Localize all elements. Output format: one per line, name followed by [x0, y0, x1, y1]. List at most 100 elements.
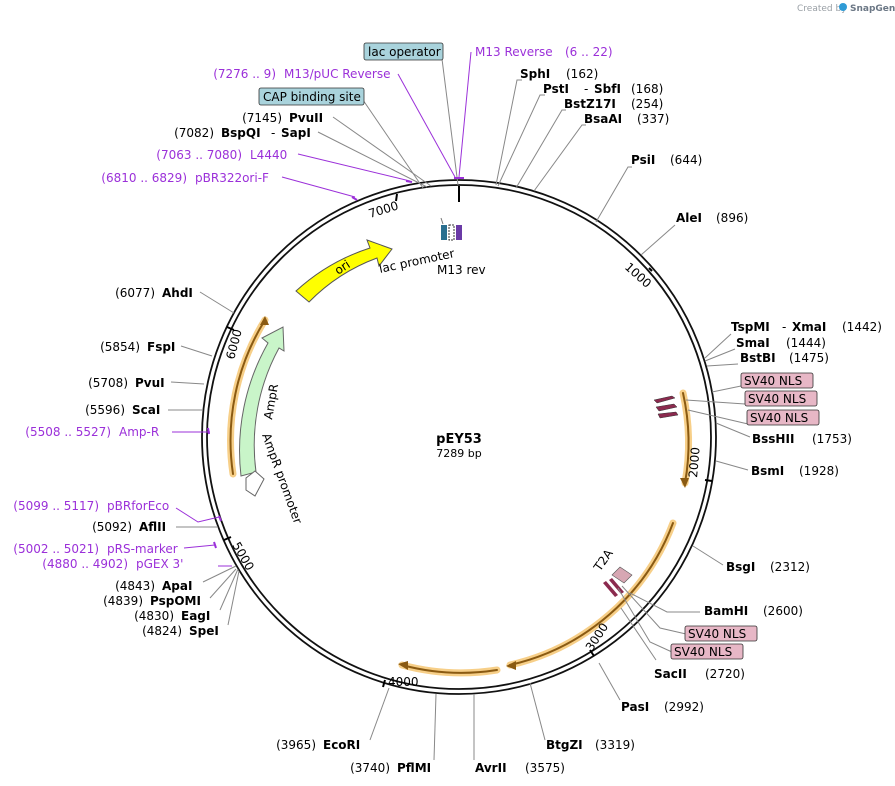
enzyme-fspi-pos: (5854) — [100, 340, 140, 354]
tick-label-2000: 2000 — [686, 447, 703, 479]
primer-mark-pbr322 — [351, 196, 358, 201]
enzyme-pasi-name: PasI — [621, 700, 649, 714]
primer-prs-name: pRS-marker — [107, 542, 178, 556]
tick-label-6000: 6000 — [223, 328, 244, 361]
primer-pbr322-name: pBR322ori-F — [195, 171, 269, 185]
leader-alei — [640, 224, 676, 256]
primer-ampr-range: (5508 .. 5527) — [25, 425, 111, 439]
enzyme-bsshii-pos: (1753) — [812, 432, 852, 446]
enzyme-alei-pos: (896) — [716, 211, 748, 225]
credit-text: Created by — [797, 4, 847, 14]
enzyme-bstbi-name: BstBI — [740, 351, 776, 365]
leader-lacop — [441, 58, 459, 186]
cds-arc-2 — [509, 522, 674, 666]
nls-feature-5 — [609, 578, 624, 594]
lac-operator-feature — [448, 224, 455, 241]
nls-text-4: SV40 NLS — [688, 627, 746, 641]
enzyme-bamhi-name: BamHI — [704, 604, 748, 618]
tick-3000 — [589, 649, 595, 657]
enzyme-bsgi-name: BsgI — [726, 560, 755, 574]
nls-text-2: SV40 NLS — [748, 392, 806, 406]
enzyme-bsaai-pos: (337) — [637, 112, 669, 126]
nls-box-5 — [670, 643, 744, 660]
nls-feature-3 — [657, 411, 679, 419]
ampr-promoter-label: AmpR promoter — [259, 431, 305, 525]
enzyme-sacii-pos: (2720) — [705, 667, 745, 681]
enzyme-xmai-name: XmaI — [792, 320, 826, 334]
tick-label-3000: 3000 — [583, 620, 611, 653]
tick-2000 — [704, 479, 713, 482]
plasmid-name: pEY53 — [436, 432, 482, 447]
ori-feature — [295, 239, 393, 303]
enzyme-scai-pos: (5596) — [85, 403, 125, 417]
leader-psti — [497, 94, 545, 187]
enzyme-bspqi-pos: (7082) — [174, 126, 214, 140]
enzyme-apai-pos: (4843) — [115, 579, 155, 593]
leader-sphi — [495, 79, 522, 186]
enzyme-tspmi-sep: - — [782, 320, 786, 334]
enzyme-bstz17i-pos: (254) — [631, 97, 663, 111]
leader-spei — [227, 570, 240, 626]
nls-text-5: SV40 NLS — [674, 645, 732, 659]
cap-binding-box — [258, 87, 365, 106]
tick-5000 — [223, 536, 232, 541]
enzyme-aflii-pos: (5092) — [92, 520, 132, 534]
tick-1000 — [648, 267, 653, 272]
enzyme-sphi-name: SphI — [520, 67, 550, 81]
t2a-label: T2A — [590, 546, 616, 574]
enzyme-apai-name: ApaI — [162, 579, 192, 593]
leader-pvui — [170, 381, 205, 385]
cds-arrow-3 — [398, 661, 408, 670]
enzyme-sacii-name: SacII — [654, 667, 687, 681]
enzyme-tspmi-pos: (1442) — [842, 320, 882, 334]
lac-operator-text: lac operator — [368, 45, 441, 59]
backbone-outer — [201, 179, 717, 695]
enzyme-pvui-pos: (5708) — [88, 376, 128, 390]
enzyme-ecori-pos: (3965) — [276, 738, 316, 752]
leader-smai — [704, 348, 736, 362]
plasmid-length: 7289 bp — [436, 447, 481, 460]
tick-6000 — [226, 326, 235, 331]
cds-arrow-4 — [260, 316, 269, 325]
leader-ahdi — [199, 291, 235, 314]
m13-rev-label: M13 rev — [437, 263, 486, 277]
leader-bsmi — [715, 460, 749, 471]
leader-btgzi — [529, 682, 546, 741]
primer-pgex-name: pGEX 3' — [136, 557, 183, 571]
enzyme-psti-pos: (168) — [631, 82, 663, 96]
enzyme-bsmi-pos: (1928) — [799, 464, 839, 478]
leader-cap — [362, 99, 424, 189]
enzyme-ahdi-pos: (6077) — [115, 286, 155, 300]
primer-mark-prs — [213, 541, 217, 549]
primer-pbr322-range: (6810 .. 6829) — [101, 171, 187, 185]
enzyme-bsgi-pos: (2312) — [770, 560, 810, 574]
enzyme-psti-sep: - — [584, 82, 588, 96]
enzyme-bspqi-name: BspQI — [221, 126, 261, 140]
nls-feature-1 — [653, 395, 676, 404]
leader-pspomi — [209, 568, 237, 599]
tick-4000 — [382, 679, 386, 688]
enzyme-tspmi-name: TspMI — [731, 320, 770, 334]
cap-binding-text: CAP binding site — [263, 90, 361, 104]
enzyme-spei-pos: (4824) — [142, 624, 182, 638]
leader-nls5 — [617, 587, 673, 653]
enzyme-scai-name: ScaI — [132, 403, 160, 417]
primer-m13rev-name: M13 Reverse — [475, 45, 553, 59]
leader-nls4 — [621, 585, 687, 635]
leader-m13rev-primer — [458, 51, 472, 178]
enzyme-pspomi-pos: (4839) — [103, 594, 143, 608]
ampr-promoter-feature — [245, 470, 265, 497]
cds-arrow-1 — [680, 478, 689, 488]
enzyme-pasi-pos: (2992) — [664, 700, 704, 714]
enzyme-bsmi-name: BsmI — [751, 464, 784, 478]
primer-mark-l4440 — [405, 180, 413, 183]
leader-nls3 — [687, 409, 749, 425]
enzyme-avrii-name: AvrII — [475, 761, 507, 775]
leader-bsaai — [533, 124, 586, 192]
enzyme-pvui-name: PvuI — [135, 376, 165, 390]
primer-m13rev-range: (6 .. 22) — [565, 45, 613, 59]
primer-m13puc-name: M13/pUC Reverse — [284, 67, 391, 81]
enzyme-pflmi-pos: (3740) — [350, 761, 390, 775]
